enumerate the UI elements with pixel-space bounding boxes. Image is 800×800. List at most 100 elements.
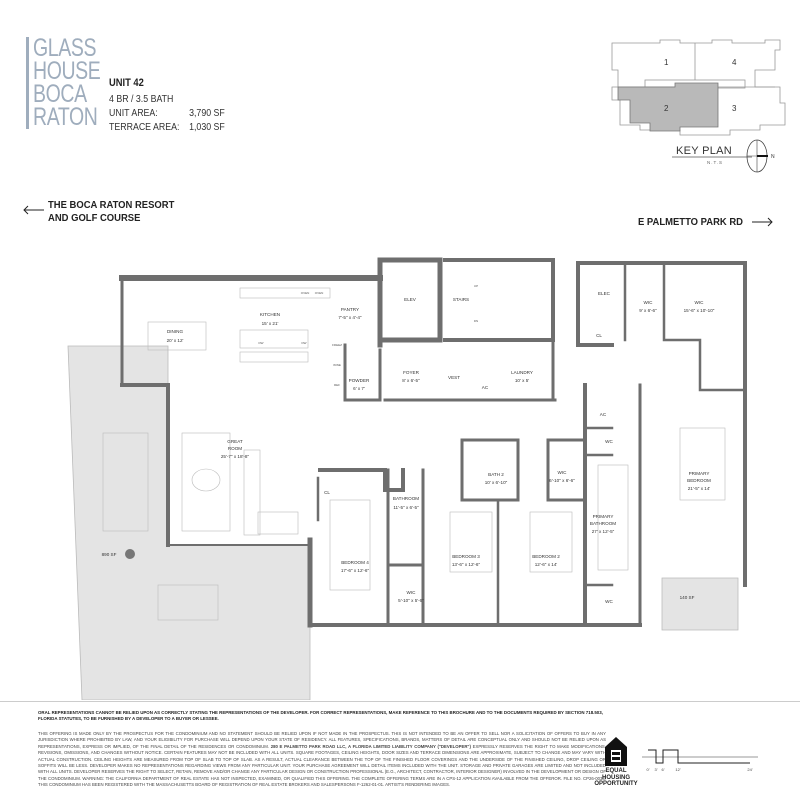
room-foyer-size: 8' x 6'-5" — [402, 378, 420, 383]
logo-bar — [26, 37, 29, 129]
room-bedroom3-size: 13'-6" x 12'-6" — [452, 562, 481, 567]
terrace-table-icon — [125, 549, 135, 559]
stairs-up: UP — [474, 284, 478, 288]
arrow-right-icon — [752, 217, 773, 227]
room-kitchen: KITCHEN — [260, 312, 280, 317]
disclaimer-body: THIS OFFERING IS MADE ONLY BY THE PROSPE… — [38, 731, 606, 789]
room-pantry: PANTRY — [341, 307, 359, 312]
room-wic: WIC — [695, 300, 705, 305]
room-wic-size: 5'-10" x 5'-6" — [398, 598, 424, 603]
room-wic-size: 15'-6" x 10'-10" — [684, 308, 715, 313]
room-dining: DINING — [167, 329, 184, 334]
north-label: N — [771, 154, 775, 160]
room-primary-bathroom: PRIMARY — [593, 514, 614, 519]
logo-text-line: BOCA — [33, 80, 87, 108]
appliance-dw: DW — [302, 341, 307, 345]
furniture — [102, 287, 726, 621]
terrace-area: TERRACE AREA:1,030 SF — [109, 122, 225, 133]
walls — [119, 257, 747, 628]
terrace-area-value: 1,030 SF — [189, 122, 225, 133]
appliance-oven: OVEN — [301, 291, 310, 295]
key-unit-4: 4 — [732, 58, 737, 67]
floor-plan: DINING 20' x 12' KITCHEN 15' x 21' PANTR… — [67, 257, 747, 700]
direction-left-line1: THE BOCA RATON RESORT — [48, 199, 175, 211]
key-plan-unit-highlight — [617, 82, 719, 132]
stairs-down: DN — [474, 319, 478, 323]
room-foyer: FOYER — [403, 370, 420, 375]
appliance-oven: OVEN — [315, 291, 324, 295]
room-vest: VEST — [448, 375, 460, 380]
terrace-small — [661, 577, 739, 631]
room-wic: WIC — [407, 590, 417, 595]
scale-tick: 3' — [655, 767, 658, 772]
room-great-room-size: 25'-7" x 18'-8" — [221, 454, 250, 459]
terrace-main-area: 890 SF — [102, 552, 117, 557]
room-wic-size: 9' x 6'-6" — [639, 308, 657, 313]
scale-tick: 24' — [747, 767, 752, 772]
appliance-ref: REF — [334, 383, 340, 387]
room-wic-size: 6'-10" x 6'-6" — [549, 478, 575, 483]
arrow-left-icon — [23, 205, 44, 215]
room-wc: WC — [605, 599, 613, 604]
disclaimer-body-pre: THIS OFFERING IS MADE ONLY BY THE PROSPE… — [38, 731, 606, 749]
room-bathroom-size: 11'-5" x 6'-5" — [393, 505, 419, 510]
room-primary-bathroom-2: BATHROOM — [590, 521, 616, 526]
equal-housing-icon — [605, 737, 627, 766]
equal-housing-text: EQUAL HOUSING OPPORTUNITY — [594, 768, 638, 787]
room-powder-size: 6' x 7' — [353, 386, 365, 391]
logo-text-line: GLASS — [33, 34, 97, 62]
unit-area-value: 3,790 SF — [189, 108, 225, 119]
room-primary-bedroom-size: 21'-5" x 14' — [688, 486, 711, 491]
appliance-freezer: FREEZ — [332, 343, 342, 347]
disclaimer-body-post: EXPRESSLY RESERVES THE RIGHT TO MAKE MOD… — [38, 743, 606, 788]
room-cl: CL — [324, 490, 330, 495]
direction-left-line2: AND GOLF COURSE — [48, 212, 141, 224]
room-elec: ELEC — [598, 291, 611, 296]
key-unit-2: 2 — [664, 104, 669, 113]
logo-text-line: HOUSE — [33, 57, 101, 85]
unit-area: UNIT AREA: 3,790 SF — [109, 108, 225, 119]
terrace-small-area: 140 SF — [680, 595, 695, 600]
disclaimer-bold: ORAL REPRESENTATIONS CANNOT BE RELIED UP… — [38, 710, 603, 721]
room-kitchen-size: 15' x 21' — [262, 321, 279, 326]
room-bathroom: BATHROOM — [393, 496, 419, 501]
room-bedroom3: BEDROOM 3 — [452, 554, 480, 559]
room-bath2: BATH 2 — [488, 472, 504, 477]
direction-right: E PALMETTO PARK RD — [638, 216, 744, 228]
room-dining-size: 20' x 12' — [167, 338, 184, 343]
scale-tick: 12' — [675, 767, 680, 772]
room-bedroom4: BEDROOM 4 — [341, 560, 369, 565]
room-elev: ELEV — [404, 297, 417, 302]
room-powder: POWDER — [349, 378, 370, 383]
room-pantry-size: 7'-5" x 4'-4" — [338, 315, 362, 320]
logo-text-line: RATON — [33, 103, 98, 131]
room-wic: WIC — [644, 300, 654, 305]
beds-baths: 4 BR / 3.5 BATH — [109, 94, 174, 105]
room-laundry: LAUNDRY — [511, 370, 533, 375]
appliance-wine: WINE — [333, 363, 341, 367]
key-unit-3: 3 — [732, 104, 737, 113]
room-ac: AC — [482, 385, 489, 390]
room-great-room-2: ROOM — [228, 446, 242, 451]
footer-divider — [0, 701, 800, 702]
key-plan: 1 2 3 4 N — [611, 39, 786, 173]
room-bedroom2: BEDROOM 2 — [532, 554, 560, 559]
appliance-dw: DW — [259, 341, 264, 345]
room-great-room: GREAT — [227, 439, 243, 444]
room-wc: WC — [605, 439, 613, 444]
room-bedroom4-size: 17'-6" x 12'-6" — [341, 568, 370, 573]
room-primary-bedroom-2: BEDROOM — [687, 478, 711, 483]
room-laundry-size: 10' x 5' — [515, 378, 529, 383]
key-plan-scale-note: N.T.S — [707, 160, 724, 165]
disclaimer-developer: 280 E PALMETTO PARK ROAD LLC, A FLORIDA … — [270, 743, 471, 749]
unit-area-label: UNIT AREA: — [109, 108, 158, 119]
terrace-main — [67, 345, 311, 700]
key-plan-label: KEY PLAN — [676, 145, 733, 157]
key-unit-1: 1 — [664, 58, 669, 67]
room-primary-bedroom: PRIMARY — [689, 471, 710, 476]
room-cl: CL — [596, 333, 602, 338]
scale-tick: 6' — [662, 767, 665, 772]
scale-bar: 0' 3' 6' 12' 24' — [642, 749, 758, 772]
room-bath2-size: 10' x 6'-10" — [485, 480, 508, 485]
room-bedroom2-size: 12'-6" x 14' — [535, 562, 558, 567]
